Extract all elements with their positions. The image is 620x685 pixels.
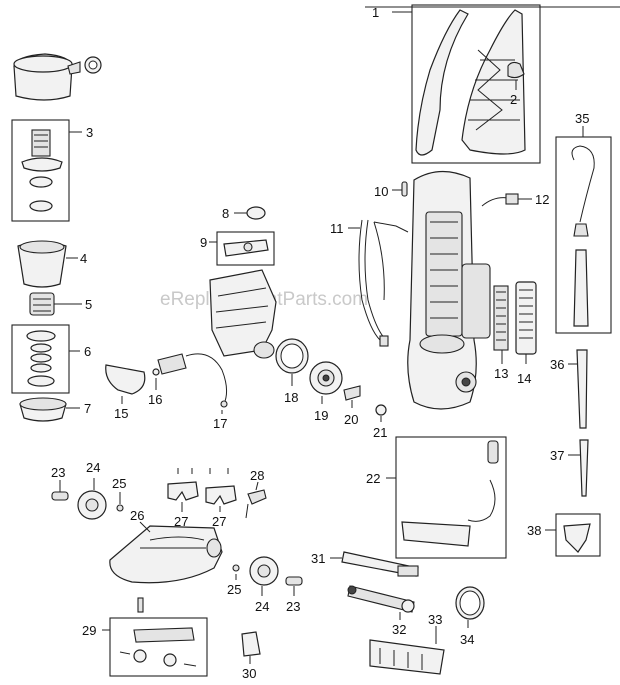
part-34-belt[interactable]: 34 (455, 586, 485, 647)
callout-25a: 25 (112, 476, 126, 491)
motor-housing[interactable] (209, 269, 277, 359)
vacuum-body[interactable] (407, 170, 491, 410)
callout-19: 19 (314, 408, 328, 423)
part-28-latch[interactable]: 28 (245, 468, 267, 519)
dirt-cup-lid[interactable] (13, 53, 102, 101)
callout-15: 15 (114, 406, 128, 421)
callout-6: 6 (84, 344, 91, 359)
part-12-connector[interactable]: 12 (481, 192, 549, 207)
callout-36: 36 (550, 357, 564, 372)
part-19-motor[interactable]: 19 (309, 361, 343, 423)
callout-21: 21 (373, 425, 387, 440)
callout-30: 30 (242, 666, 256, 681)
screws-top (177, 468, 229, 474)
part-29-kit[interactable]: 29 (82, 617, 208, 677)
part-15-cover[interactable]: 15 (105, 364, 146, 421)
callout-27b: 27 (212, 514, 226, 529)
callout-4: 4 (80, 251, 87, 266)
callout-12: 12 (535, 192, 549, 207)
callout-7: 7 (84, 401, 91, 416)
callout-20: 20 (344, 412, 358, 427)
part-21-nut[interactable]: 21 (373, 404, 387, 440)
callout-27a: 27 (174, 514, 188, 529)
callout-14: 14 (517, 371, 531, 386)
part-32-brush-roll[interactable]: 32 (347, 585, 415, 637)
part-14-filter[interactable]: 14 (515, 281, 537, 386)
callout-10: 10 (374, 184, 388, 199)
part-22-floor-nozzle-assembly[interactable]: 22 (366, 436, 507, 559)
part-13-filter[interactable]: 13 (493, 285, 509, 381)
part-35-hose[interactable]: 35 (555, 111, 612, 334)
callout-22: 22 (366, 471, 380, 486)
callout-28: 28 (250, 468, 264, 483)
part-27-bumper-right[interactable]: 27 (205, 485, 237, 529)
part-16-switch[interactable]: 16 (148, 353, 187, 407)
callout-26: 26 (130, 508, 144, 523)
part-25-clip-left[interactable]: 25 (112, 476, 126, 512)
callout-31: 31 (311, 551, 325, 566)
part-3-filter-assembly[interactable]: 3 (11, 119, 93, 222)
part-27-bumper-left[interactable]: 27 (167, 481, 199, 529)
callout-34: 34 (460, 632, 474, 647)
part-9-bracket[interactable]: 9 (200, 231, 275, 266)
callout-16: 16 (148, 392, 162, 407)
callout-11: 11 (330, 221, 344, 236)
part-24-wheel-right[interactable]: 24 (249, 556, 279, 614)
callout-24a: 24 (86, 460, 100, 475)
part-23-axle-right[interactable]: 23 (285, 576, 303, 614)
part-8-knob[interactable]: 8 (222, 206, 266, 221)
part-31-strip[interactable]: 31 (311, 551, 419, 577)
callout-8: 8 (222, 206, 229, 221)
part-7-cup-base[interactable]: 7 (19, 397, 91, 422)
callout-2: 2 (510, 92, 517, 107)
callout-18: 18 (284, 390, 298, 405)
part-11-power-cord[interactable]: 11 (330, 219, 409, 347)
callout-9: 9 (200, 235, 207, 250)
callout-29: 29 (82, 623, 96, 638)
callout-23a: 23 (51, 465, 65, 480)
callout-3: 3 (86, 125, 93, 140)
part-38-brush-tool[interactable]: 38 (527, 513, 601, 557)
callout-1: 1 (372, 5, 379, 20)
callout-25b: 25 (227, 582, 241, 597)
part-23-axle-left[interactable]: 23 (51, 465, 69, 501)
part-2-clip[interactable]: 2 (507, 61, 525, 107)
callout-38: 38 (527, 523, 541, 538)
part-24-wheel-left[interactable]: 24 (77, 460, 107, 520)
callout-13: 13 (494, 366, 508, 381)
part-6-filter-stack[interactable]: 6 (11, 324, 91, 394)
part-33-base-plate[interactable]: 33 (369, 612, 445, 675)
part-25-clip-right[interactable]: 25 (227, 564, 241, 597)
callout-24b: 24 (255, 599, 269, 614)
part-20-bracket[interactable]: 20 (343, 385, 361, 427)
callout-35: 35 (575, 111, 589, 126)
part-18-gasket[interactable]: 18 (275, 338, 309, 405)
part-1-handle-assembly[interactable]: 1 (365, 4, 620, 164)
callout-32: 32 (392, 622, 406, 637)
part-26-base[interactable]: 26 (109, 508, 223, 613)
part-30-coupler[interactable]: 30 (241, 631, 261, 681)
part-4-dirt-cup[interactable]: 4 (17, 240, 87, 288)
callout-5: 5 (85, 297, 92, 312)
callout-23b: 23 (286, 599, 300, 614)
callout-17: 17 (213, 416, 227, 431)
callout-37: 37 (550, 448, 564, 463)
part-5-filter[interactable]: 5 (29, 292, 92, 316)
part-37-crevice-tool[interactable]: 37 (550, 439, 589, 497)
part-10-pin[interactable]: 10 (374, 181, 408, 199)
callout-33: 33 (428, 612, 442, 627)
part-17-wire[interactable]: 17 (185, 353, 228, 431)
part-36-wand[interactable]: 36 (550, 349, 588, 429)
